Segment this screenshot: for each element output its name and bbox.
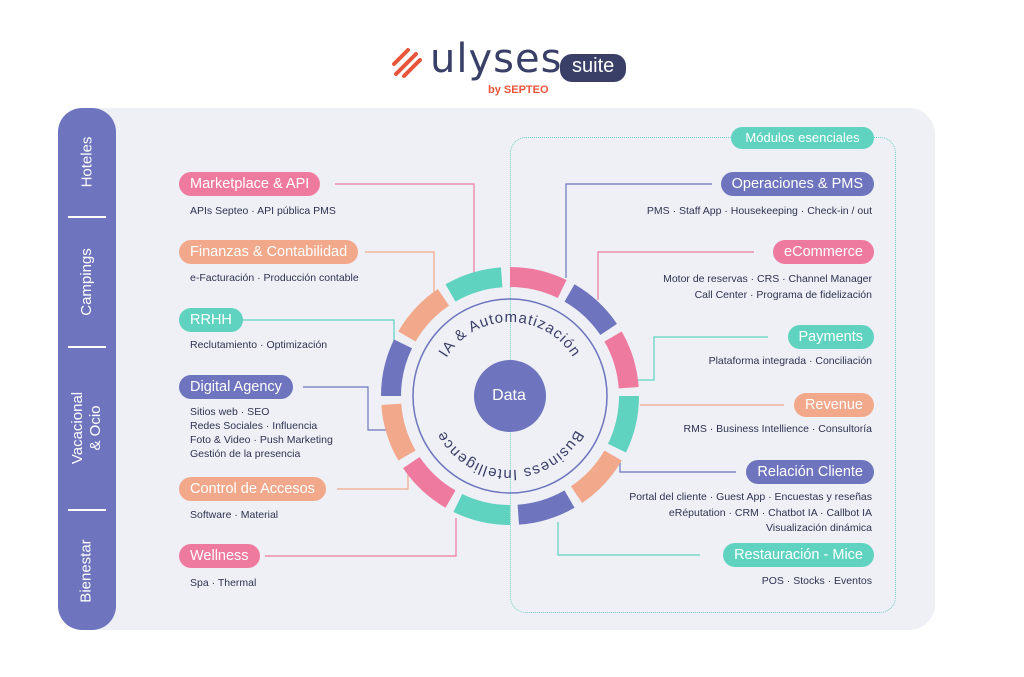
- ring-segment: [398, 289, 450, 342]
- sidebar-divider: [68, 346, 106, 348]
- ring-segment: [564, 284, 617, 336]
- module-rrhh-details: Reclutamiento · Optimización: [190, 339, 328, 351]
- module-control-accesos-details: Software · Material: [190, 509, 279, 521]
- ring-segment: [570, 450, 622, 503]
- sidebar-divider: [68, 509, 106, 511]
- module-digital-agency: Digital Agency: [179, 375, 293, 399]
- module-control-accesos: Control de Accesos: [179, 477, 326, 501]
- data-core-label: Data: [492, 387, 526, 404]
- module-digital-agency-line: Redes Sociales · Influencia: [190, 420, 318, 432]
- module-operaciones-pms: Operaciones & PMS: [720, 172, 874, 196]
- module-wellness-details: Spa · Thermal: [190, 577, 257, 589]
- logo-suite-badge: suite: [560, 54, 627, 82]
- ulyses-suite-logo: ulyses suite by SEPTEO: [390, 36, 640, 100]
- module-relacion-cliente: Relación Cliente: [746, 460, 874, 484]
- data-core: [474, 360, 546, 432]
- module-digital-agency-line: Sitios web · SEO: [190, 406, 270, 418]
- ring-segment: [509, 267, 567, 299]
- ia-automatizacion-label: IA & Automatización: [436, 309, 584, 360]
- module-relacion-cliente-line: Portal del cliente · Guest App · Encuest…: [629, 491, 872, 503]
- module-relacion-cliente-line: Visualización dinámica: [765, 522, 872, 534]
- module-wellness: Wellness: [179, 544, 260, 568]
- ring-segment: [381, 403, 416, 461]
- ring-segment: [403, 456, 456, 508]
- module-revenue: Revenue: [793, 393, 874, 417]
- svg-text:IA & Automatización: IA & Automatización: [436, 309, 585, 360]
- sidebar-divider: [68, 216, 106, 218]
- logo-word: ulyses: [430, 36, 563, 82]
- ring-segment: [445, 267, 503, 302]
- module-payments: Payments: [787, 325, 874, 349]
- module-payments-details: Plataforma integrada · Conciliación: [708, 355, 872, 367]
- module-rrhh: RRHH: [179, 308, 243, 332]
- inner-ring: [412, 298, 608, 494]
- ring-segment: [381, 339, 413, 397]
- module-finanzas-contabilidad: Finanzas & Contabilidad: [179, 240, 359, 264]
- segment-sidebar: Hoteles Campings Vacacional& Ocio Bienes…: [58, 108, 116, 630]
- logo-stripes-icon: [392, 48, 422, 78]
- business-intelligence-label: Business Intelligence: [433, 428, 587, 483]
- module-operaciones-details: PMS · Staff App · Housekeeping · Check-i…: [646, 205, 872, 217]
- ring-segment: [607, 395, 639, 453]
- module-ecommerce-line: Motor de reservas · CRS · Channel Manage…: [663, 273, 872, 285]
- module-relacion-cliente-line: eRéputation · CRM · Chatbot IA · Callbot…: [668, 507, 872, 519]
- module-restauracion-mice: Restauración - Mice: [723, 543, 874, 567]
- module-finanzas-details: e-Facturación · Producción contable: [190, 272, 359, 284]
- ring-segment: [453, 493, 511, 525]
- ring-segment: [604, 331, 639, 389]
- module-ecommerce-line: Call Center · Programa de fidelización: [694, 289, 872, 301]
- svg-text:Business Intelligence: Business Intelligence: [433, 428, 587, 483]
- module-marketplace-api-details: APIs Septeo · API pública PMS: [190, 205, 336, 217]
- module-digital-agency-line: Gestión de la presencia: [190, 448, 301, 460]
- ring-segment: [517, 490, 575, 525]
- logo-by-septeo: by SEPTEO: [488, 84, 549, 96]
- module-revenue-details: RMS · Business Intellience · Consultoría: [683, 423, 873, 435]
- module-marketplace-api: Marketplace & API: [179, 172, 321, 196]
- module-digital-agency-line: Foto & Video · Push Marketing: [190, 434, 333, 446]
- module-restauracion-details: POS · Stocks · Eventos: [761, 575, 872, 587]
- module-ecommerce: eCommerce: [773, 240, 874, 264]
- essential-modules-label: Módulos esenciales: [731, 127, 874, 149]
